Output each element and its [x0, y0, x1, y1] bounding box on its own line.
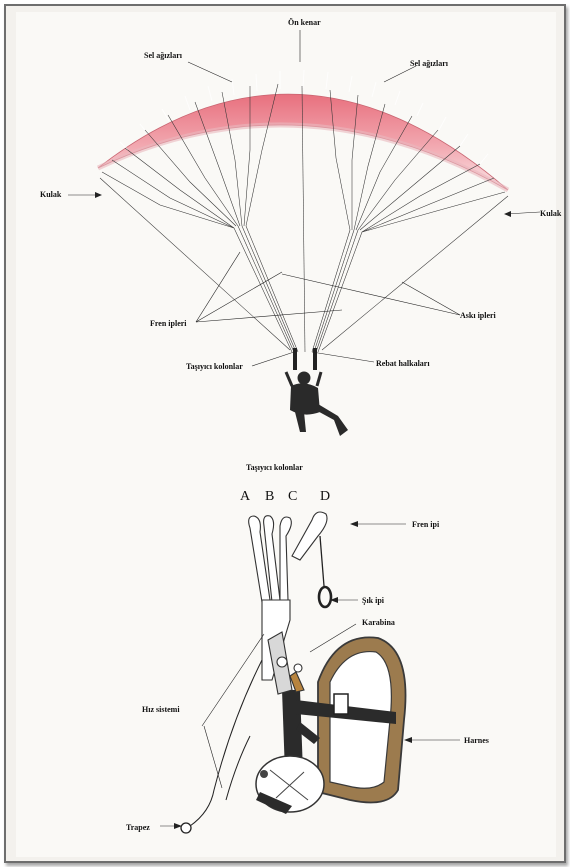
label-aski-ipleri: Askı ipleri	[460, 311, 497, 320]
label-riser-d: D	[320, 489, 330, 504]
label-kulak-left: Kulak	[40, 190, 62, 199]
label-trapez: Trapez	[126, 823, 150, 832]
label-karabina: Karabina	[362, 618, 395, 627]
label-sik-ipi: Şık ipi	[362, 596, 385, 605]
label-hiz-sistemi: Hız sistemi	[142, 705, 180, 714]
label-tasiyici-kolonlar-bottom: Taşıyıcı kolonlar	[246, 463, 303, 472]
label-riser-b: B	[265, 489, 274, 504]
label-on-kenar: Ön kenar	[288, 18, 321, 27]
label-sel-agizlari-left: Sel ağızları	[144, 51, 183, 60]
speed-system	[181, 660, 262, 833]
label-fren-ipleri: Fren ipleri	[150, 319, 187, 328]
label-sel-agizlari-right: Sel ağızları	[410, 59, 449, 68]
pilot-silhouette	[286, 348, 348, 436]
label-riser-a: A	[240, 489, 251, 504]
label-kulak-right: Kulak	[540, 209, 562, 218]
risers	[249, 512, 327, 694]
label-riser-c: C	[288, 489, 297, 504]
label-harnes: Harnes	[464, 736, 489, 745]
brake-handle	[319, 536, 331, 607]
label-tasiyici-kolonlar-top: Taşıyıcı kolonlar	[186, 362, 243, 371]
label-rebat-halkalari: Rebat halkaları	[376, 359, 430, 368]
label-fren-ipi: Fren ipi	[412, 520, 440, 529]
